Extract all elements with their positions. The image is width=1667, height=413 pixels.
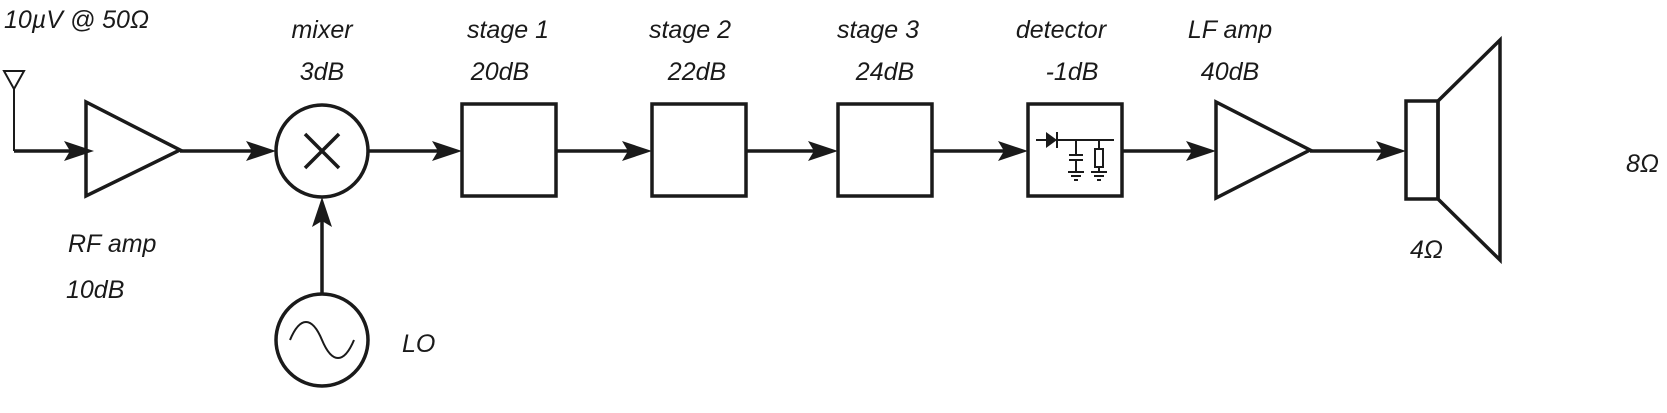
stage-3-name-label: stage 3 bbox=[837, 16, 919, 44]
stage-2-gain-label: 22dB bbox=[667, 58, 726, 86]
lo-oscillator-symbol bbox=[274, 292, 370, 388]
detector-gain-label: -1dB bbox=[1046, 58, 1099, 86]
rf-amp-name-label: RF amp bbox=[68, 230, 157, 258]
lf-amp-triangle bbox=[1214, 99, 1314, 201]
mixer-gain-label: 3dB bbox=[300, 58, 344, 86]
stage-1-box bbox=[460, 102, 558, 198]
mixer-symbol bbox=[274, 103, 370, 199]
input-signal-label: 10µV @ 50Ω bbox=[4, 6, 149, 34]
lo-label: LO bbox=[402, 330, 435, 358]
stage-2-box bbox=[650, 102, 748, 198]
rf-amp-triangle bbox=[84, 99, 184, 199]
stage-2-name-label: stage 2 bbox=[649, 16, 731, 44]
lf-amp-name-label: LF amp bbox=[1188, 16, 1272, 44]
mixer-name-label: mixer bbox=[291, 16, 354, 44]
speaker-impedance-high-label: 8Ω bbox=[1626, 150, 1659, 178]
rf-amp-gain-label: 10dB bbox=[66, 276, 124, 304]
detector-block bbox=[1026, 102, 1124, 198]
antenna-icon bbox=[2, 70, 26, 151]
stage-1-name-label: stage 1 bbox=[467, 16, 549, 44]
stage-1-gain-label: 20dB bbox=[470, 58, 529, 86]
lf-amp-gain-label: 40dB bbox=[1201, 58, 1259, 86]
signal-path bbox=[14, 141, 1406, 294]
speaker-icon bbox=[1404, 35, 1502, 265]
stage-3-box bbox=[836, 102, 934, 198]
diode-rc-icon bbox=[1036, 132, 1114, 181]
stage-3-gain-label: 24dB bbox=[855, 58, 914, 86]
detector-name-label: detector bbox=[1016, 16, 1108, 44]
speaker-impedance-low-label: 4Ω bbox=[1410, 236, 1443, 264]
